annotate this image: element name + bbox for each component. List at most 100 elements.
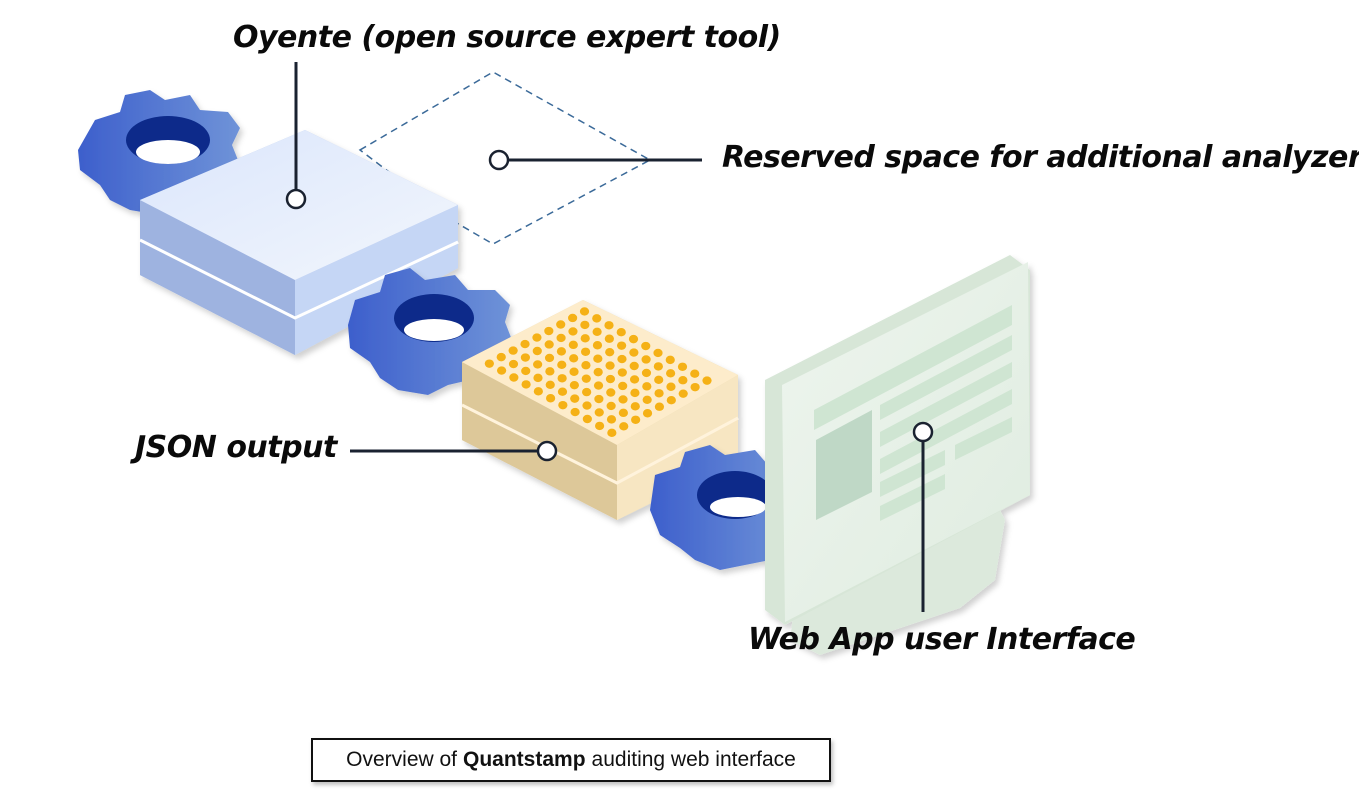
json-dot xyxy=(642,382,652,391)
json-dot xyxy=(509,373,519,382)
json-dot xyxy=(568,313,578,323)
json-dot xyxy=(653,348,663,358)
caption-suffix: auditing web interface xyxy=(591,748,796,771)
json-dot xyxy=(593,354,603,363)
json-dot xyxy=(557,360,567,370)
json-dot xyxy=(665,355,675,365)
json-dot xyxy=(545,367,555,376)
json-dot xyxy=(581,374,591,383)
json-dot xyxy=(580,334,590,343)
json-dot xyxy=(592,327,602,337)
json-dot xyxy=(582,401,592,410)
json-dot xyxy=(545,380,555,389)
json-dot xyxy=(569,367,579,376)
json-dot xyxy=(520,339,530,349)
json-dot xyxy=(558,400,568,410)
json-dot xyxy=(532,346,542,356)
json-output-label: JSON output xyxy=(135,430,337,465)
json-dot xyxy=(629,375,640,384)
json-dot xyxy=(654,389,664,398)
json-dot xyxy=(595,421,605,431)
json-dot xyxy=(618,408,628,418)
json-dot xyxy=(677,362,688,371)
json-dot xyxy=(641,355,651,364)
web-app-leader-dot xyxy=(912,421,934,443)
leader-lines xyxy=(285,62,934,612)
json-dot xyxy=(604,334,614,343)
json-dot xyxy=(521,380,531,389)
json-dot xyxy=(607,428,617,438)
web-app-label: Web App user Interface xyxy=(748,622,1136,657)
oyente-leader-dot xyxy=(285,188,307,210)
json-dot xyxy=(629,361,639,371)
json-dot xyxy=(580,320,590,330)
json-dot xyxy=(556,333,566,343)
json-dot xyxy=(556,320,566,329)
json-dot xyxy=(605,361,615,370)
json-dot xyxy=(557,387,568,396)
json-dot xyxy=(617,368,627,377)
json-dot xyxy=(641,341,651,351)
json-dot xyxy=(556,347,567,356)
reserved-space-label: Reserved space for additional analyzers xyxy=(722,140,1359,175)
json-output-block xyxy=(461,300,739,520)
json-dot xyxy=(569,380,579,390)
json-dot xyxy=(533,387,543,396)
json-dot xyxy=(690,382,700,392)
json-dot xyxy=(616,327,626,337)
json-dot xyxy=(654,375,664,385)
json-dot xyxy=(630,388,640,398)
json-dot xyxy=(533,373,543,383)
json-dot xyxy=(569,354,579,363)
json-dot xyxy=(544,340,554,349)
json-dot xyxy=(678,376,688,385)
json-dot xyxy=(568,340,578,350)
json-dot xyxy=(593,381,604,390)
json-dot xyxy=(570,407,580,417)
json-dot xyxy=(631,415,641,424)
json-dot xyxy=(592,314,602,323)
json-dot xyxy=(629,348,639,357)
web-app-monitor xyxy=(765,255,1030,655)
json-dot xyxy=(568,327,578,336)
json-dot xyxy=(581,361,591,370)
json-dot xyxy=(606,388,616,397)
json-dot xyxy=(605,347,615,357)
json-dot xyxy=(690,369,700,378)
json-dot xyxy=(628,334,639,344)
json-dot xyxy=(546,394,556,403)
json-dot xyxy=(618,395,628,404)
json-dot xyxy=(520,353,530,362)
json-dot xyxy=(544,326,554,336)
json-dot xyxy=(557,374,567,383)
json-dot xyxy=(592,341,603,350)
json-dot xyxy=(594,394,604,404)
json-dot xyxy=(593,367,603,377)
json-dot xyxy=(484,359,494,368)
json-dot xyxy=(605,374,616,384)
json-dot xyxy=(666,395,676,405)
gear-icon xyxy=(650,445,795,570)
json-dot xyxy=(582,387,592,397)
json-dot xyxy=(521,366,531,376)
json-dot xyxy=(580,347,591,356)
reserved-leader-dot xyxy=(488,149,510,171)
json-dot xyxy=(618,381,628,391)
json-dot xyxy=(653,362,663,371)
json-dot xyxy=(497,366,507,375)
json-dot xyxy=(533,360,543,369)
figure-caption: Overview of Quantstamp auditing web inte… xyxy=(311,738,831,782)
json-dot xyxy=(544,353,555,363)
json-dot xyxy=(606,401,616,411)
json-dot xyxy=(641,368,652,378)
json-dot xyxy=(579,307,590,316)
json-dot xyxy=(604,321,614,330)
json-dot xyxy=(666,369,676,378)
json-dot xyxy=(617,341,627,350)
caption-prefix: Overview of xyxy=(346,748,458,771)
json-dot xyxy=(666,382,676,391)
json-dot xyxy=(642,409,653,418)
json-dot xyxy=(594,408,604,417)
json-dot xyxy=(654,402,665,411)
